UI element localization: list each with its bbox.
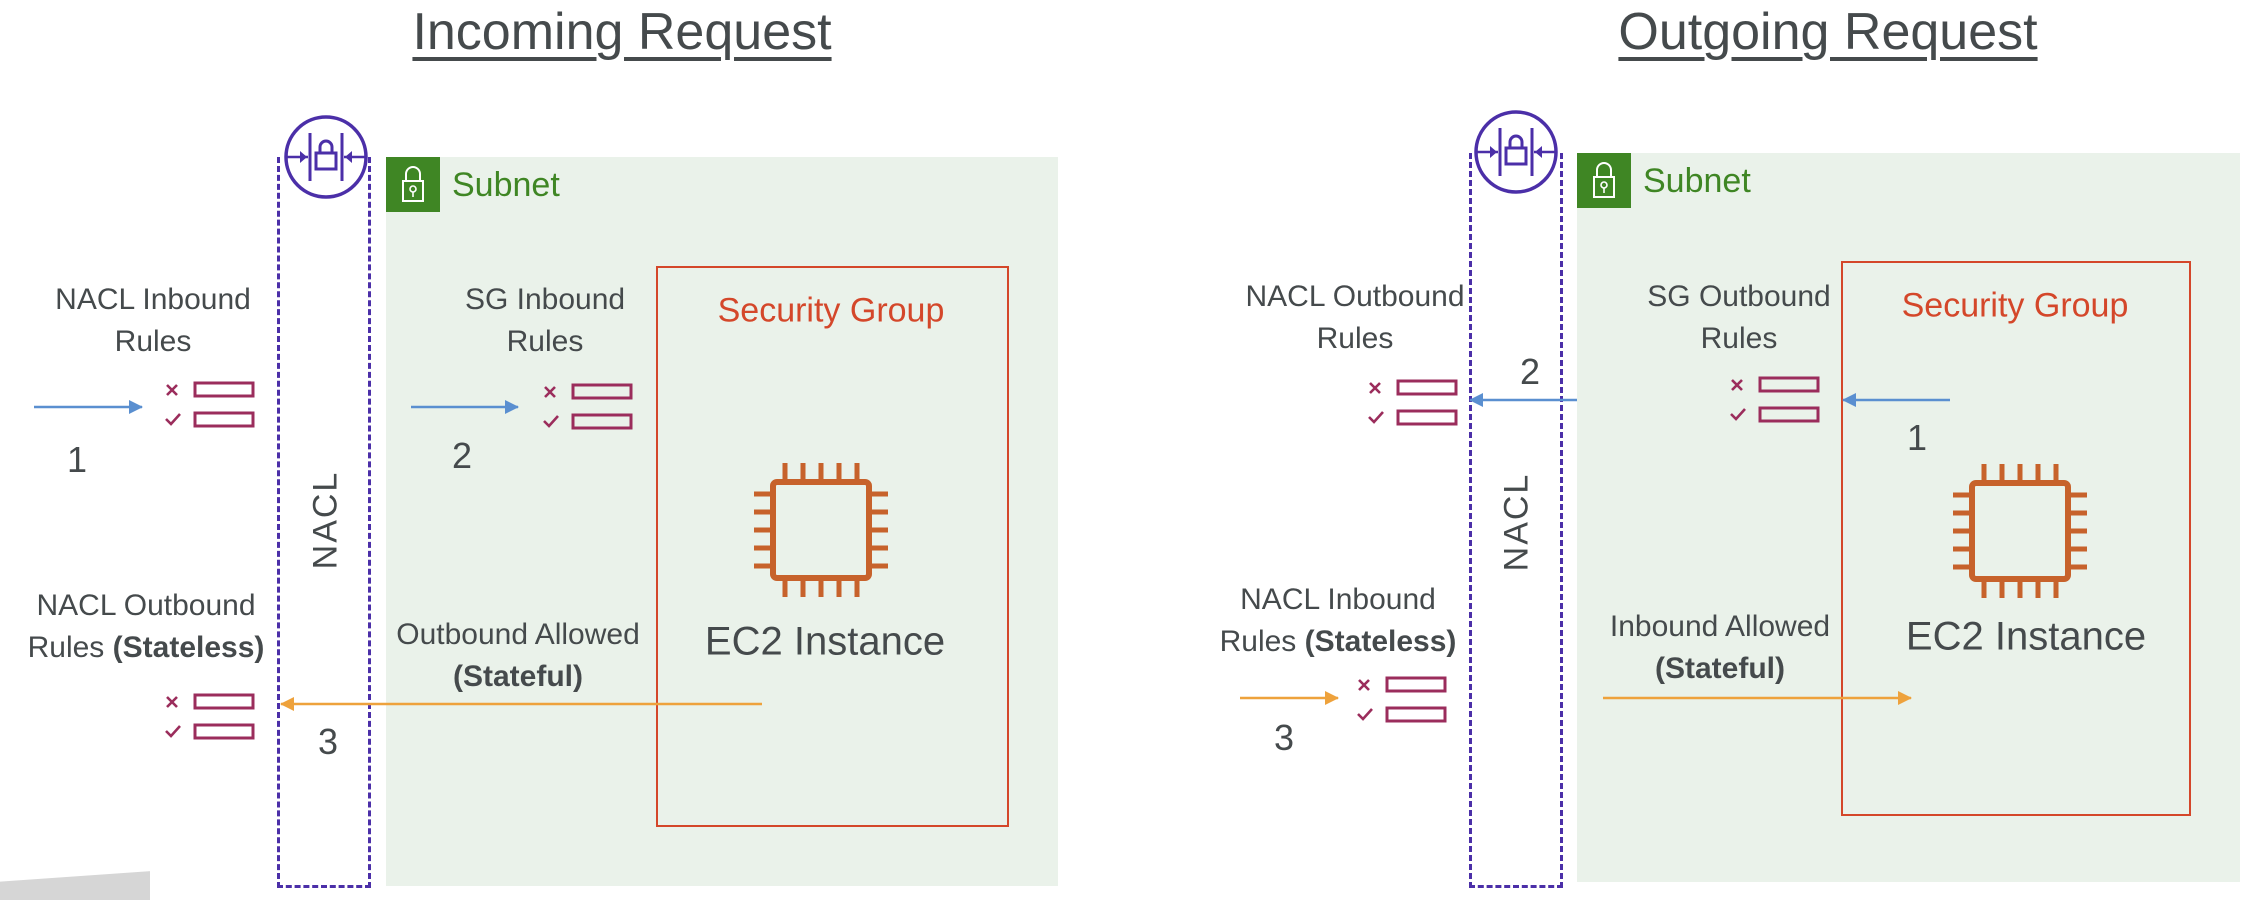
security-group-label: Security Group bbox=[717, 291, 945, 330]
ec2-instance-label: EC2 Instance bbox=[704, 619, 946, 664]
rules-list-icon bbox=[165, 381, 255, 428]
step-1-label: 1 bbox=[1906, 417, 1928, 458]
rules-list-icon bbox=[542, 383, 633, 430]
ec2-chip-icon bbox=[754, 463, 888, 597]
subnet-label: Subnet bbox=[452, 166, 560, 204]
nacl-inbound-rules-label: NACL Inbound Rules bbox=[55, 283, 251, 358]
nacl-icon bbox=[1474, 110, 1558, 194]
outgoing-request-title: Outgoing Request bbox=[1618, 3, 2038, 61]
subnet-label: Subnet bbox=[1643, 162, 1751, 200]
slide-shadow bbox=[0, 862, 150, 900]
security-group-label: Security Group bbox=[1901, 286, 2129, 325]
step-1-label: 1 bbox=[66, 439, 88, 480]
rules-list-icon bbox=[1729, 376, 1820, 423]
nacl-outbound-rules-stateless-label: NACL Outbound Rules (Stateless) bbox=[27, 589, 265, 664]
rules-list-icon bbox=[164, 693, 255, 740]
nacl-icon bbox=[284, 115, 368, 199]
step-2-label: 2 bbox=[1519, 351, 1541, 392]
rules-list-icon bbox=[1356, 676, 1447, 723]
subnet-lock-icon bbox=[1577, 153, 1631, 208]
step-3-label: 3 bbox=[317, 721, 339, 762]
outgoing-subnet: Subnet bbox=[1577, 153, 2240, 882]
inbound-allowed-stateful-label: Inbound Allowed (Stateful) bbox=[1609, 610, 1831, 685]
incoming-subnet: Subnet bbox=[386, 157, 1058, 886]
step-3-label: 3 bbox=[1273, 717, 1295, 758]
nacl-inbound-rules-stateless-label: NACL Inbound Rules (Stateless) bbox=[1219, 583, 1457, 658]
rules-list-icon bbox=[1367, 379, 1458, 426]
incoming-request-title: Incoming Request bbox=[412, 3, 832, 61]
nacl-outbound-rules-label: NACL Outbound Rules bbox=[1245, 280, 1465, 355]
sg-inbound-rules-label: SG Inbound Rules bbox=[464, 283, 626, 358]
sg-outbound-rules-label: SG Outbound Rules bbox=[1647, 280, 1831, 355]
ec2-chip-icon bbox=[1953, 464, 2087, 598]
incoming-nacl-boundary bbox=[277, 157, 371, 888]
outgoing-nacl-boundary bbox=[1469, 153, 1563, 888]
step-2-label: 2 bbox=[451, 435, 473, 476]
incoming-security-group-box bbox=[656, 266, 1009, 827]
outbound-allowed-stateful-label: Outbound Allowed (Stateful) bbox=[396, 618, 640, 693]
outgoing-security-group-box bbox=[1841, 261, 2191, 816]
subnet-lock-icon bbox=[386, 157, 440, 212]
ec2-instance-label: EC2 Instance bbox=[1905, 614, 2147, 659]
